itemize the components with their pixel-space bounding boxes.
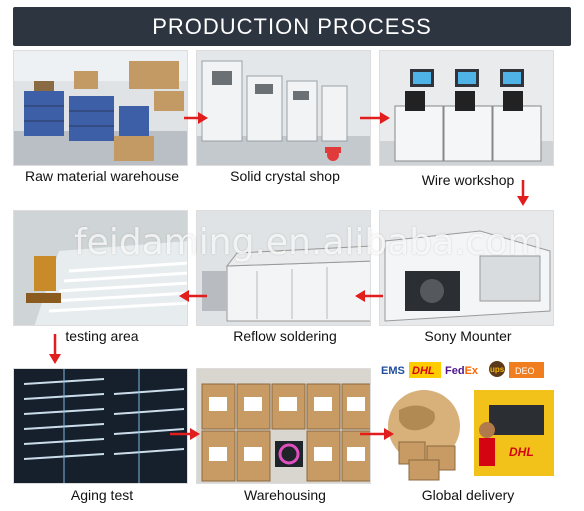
courier-ups: ups — [490, 365, 505, 374]
courier-deo: DEO — [515, 366, 535, 376]
page-header: PRODUCTION PROCESS — [13, 7, 571, 46]
step-label: Aging test — [70, 487, 134, 503]
sony-mounter-photo — [379, 210, 554, 326]
arrow-left-icon — [179, 290, 207, 302]
step-label: Wire workshop — [421, 172, 515, 188]
page-title: PRODUCTION PROCESS — [152, 13, 432, 39]
arrow-right-icon — [360, 112, 390, 124]
step-label: Raw material warehouse — [24, 168, 180, 184]
arrow-down-icon — [49, 334, 61, 364]
watermark-text: feidaming.en.alibaba.com — [74, 222, 543, 263]
step-label: Sony Mounter — [424, 328, 512, 344]
arrow-right-icon — [360, 428, 394, 440]
courier-fedex: FedEx — [445, 365, 479, 377]
arrow-right-icon — [184, 112, 208, 124]
step-label: Warehousing — [244, 487, 326, 503]
solid-crystal-shop-photo — [196, 50, 371, 166]
step-label: Global delivery — [421, 487, 515, 503]
global-delivery-photo: EMS DHL FedEx ups DEO DHL — [379, 360, 554, 484]
arrow-left-icon — [355, 290, 383, 302]
testing-area-photo — [13, 210, 188, 326]
step-label: testing area — [65, 328, 139, 344]
wire-workshop-photo — [379, 50, 554, 166]
aging-test-photo — [13, 368, 188, 484]
arrow-right-icon — [170, 428, 200, 440]
courier-dhl: DHL — [412, 365, 435, 377]
step-label: Reflow soldering — [233, 328, 337, 344]
arrow-down-icon — [517, 180, 529, 206]
warehousing-photo — [196, 368, 371, 484]
courier-ems: EMS — [381, 365, 405, 377]
step-label: Solid crystal shop — [230, 168, 340, 184]
svg-text:DHL: DHL — [509, 445, 534, 459]
raw-material-warehouse-photo — [13, 50, 188, 166]
reflow-soldering-photo — [196, 210, 371, 326]
